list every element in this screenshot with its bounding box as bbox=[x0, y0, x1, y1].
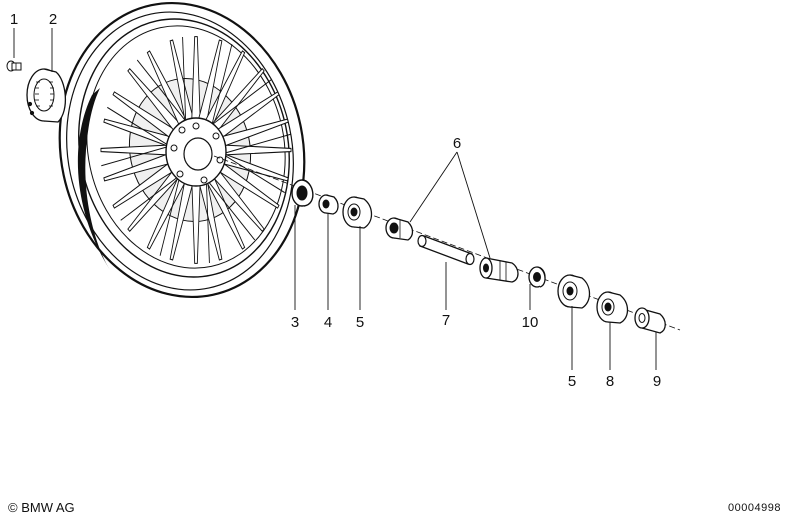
part-3-seal bbox=[291, 179, 314, 207]
callout-9: 9 bbox=[652, 373, 662, 390]
wheel-spokes bbox=[100, 36, 292, 264]
part-6-sleeve-right bbox=[479, 257, 519, 283]
callout-7: 7 bbox=[441, 312, 451, 329]
part-9-bushing bbox=[634, 307, 666, 334]
callout-4: 4 bbox=[323, 314, 333, 331]
diagram-reference-number: 00004998 bbox=[728, 502, 781, 514]
part-4-spacer bbox=[318, 194, 339, 215]
part-5-bearing-left bbox=[342, 196, 373, 229]
callout-3: 3 bbox=[290, 314, 300, 331]
part-10-spacer bbox=[528, 266, 546, 288]
part-6-sleeve-left bbox=[385, 217, 414, 241]
leader-lines bbox=[13, 28, 657, 370]
callout-1: 1 bbox=[9, 11, 19, 28]
part-8-bearing bbox=[596, 291, 629, 324]
copyright-text: © BMW AG bbox=[8, 500, 75, 515]
part-2-flange bbox=[26, 68, 66, 123]
part-5-bearing-right bbox=[557, 274, 591, 309]
callout-8: 8 bbox=[605, 373, 615, 390]
callout-10: 10 bbox=[521, 314, 539, 331]
part-7-axle-tube bbox=[417, 234, 475, 266]
callout-5-right: 5 bbox=[567, 373, 577, 390]
callout-2: 2 bbox=[48, 11, 58, 28]
callout-6: 6 bbox=[452, 135, 462, 152]
wheel-hub bbox=[165, 117, 227, 187]
part-1-bolt bbox=[6, 60, 22, 72]
callout-5-left: 5 bbox=[355, 314, 365, 331]
